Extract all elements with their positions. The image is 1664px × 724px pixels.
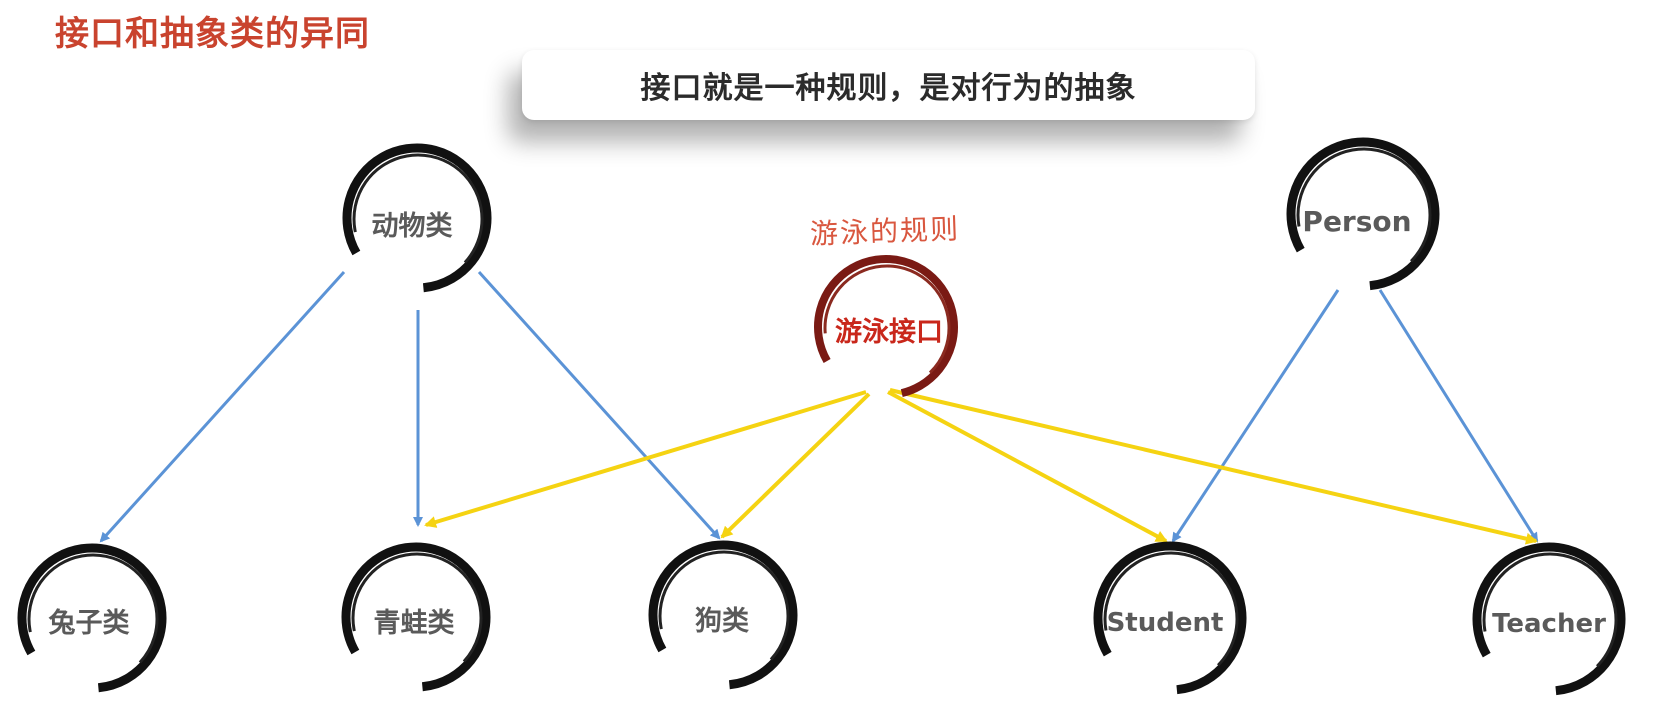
node-person: Person [1286, 137, 1440, 291]
ring-frog [341, 542, 491, 692]
node-label-student: Student [1107, 608, 1224, 638]
arrow-swim-to-student [887, 390, 1168, 543]
page-title: 接口和抽象类的异同 [55, 14, 370, 54]
ring-teacher-inner [1482, 552, 1618, 688]
ring-person-inner [1296, 147, 1432, 283]
ring-student [1093, 541, 1247, 695]
node-label-rabbit: 兔子类 [49, 608, 130, 639]
ring-student-inner [1103, 551, 1239, 687]
ring-teacher [1472, 542, 1626, 696]
arrow-animal-to-dog [477, 270, 721, 540]
arrow-swim-to-dog [720, 392, 871, 539]
arrow-person-to-student [1171, 289, 1340, 543]
node-label-frog: 青蛙类 [374, 608, 455, 639]
arrow-swim-to-teacher [889, 388, 1538, 545]
ring-dog [648, 540, 798, 690]
node-student: Student [1093, 541, 1247, 695]
ring-animal-inner [352, 153, 484, 285]
arrow-person-to-teacher [1378, 289, 1539, 543]
ring-dog-inner [658, 550, 790, 682]
arrow-animal-to-rabbit [99, 270, 346, 543]
node-label-person: Person [1302, 205, 1411, 238]
ring-swim [814, 255, 958, 399]
interface-arrows [424, 388, 1538, 545]
ring-swim-inner [823, 264, 951, 392]
ring-rabbit [17, 543, 167, 693]
ring-rabbit-inner [27, 553, 159, 685]
node-frog: 青蛙类 [341, 542, 491, 692]
node-animal: 动物类 [342, 143, 492, 293]
node-label-animal: 动物类 [372, 211, 453, 242]
node-swim-interface: 游泳接口 [814, 255, 958, 399]
ring-animal [342, 143, 492, 293]
banner: 接口就是一种规则，是对行为的抽象 [522, 50, 1255, 120]
node-teacher: Teacher [1472, 542, 1626, 696]
banner-text: 接口就是一种规则，是对行为的抽象 [640, 71, 1137, 106]
inheritance-arrows [99, 270, 1539, 543]
ring-person [1286, 137, 1440, 291]
node-label-teacher: Teacher [1492, 609, 1606, 639]
node-label-dog: 狗类 [695, 606, 749, 637]
node-label-swim: 游泳接口 [835, 317, 943, 348]
node-rabbit: 兔子类 [17, 543, 167, 693]
arrow-swim-to-frog [424, 390, 867, 528]
ring-frog-inner [351, 552, 483, 684]
node-dog: 狗类 [648, 540, 798, 690]
